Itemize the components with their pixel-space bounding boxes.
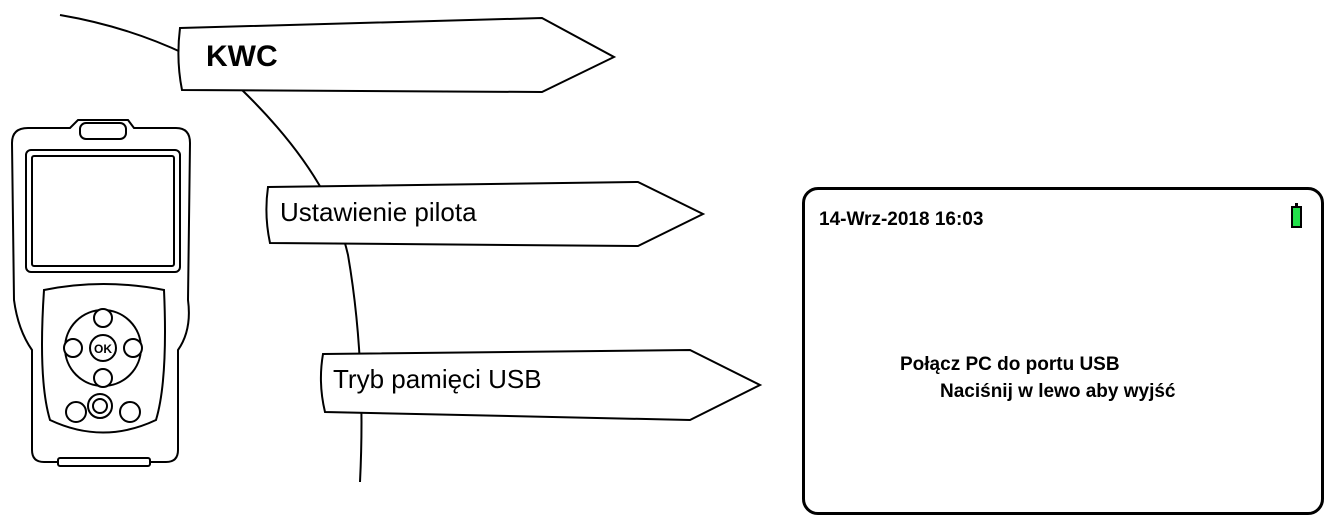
device-screen: 14-Wrz-2018 16:03 Połącz PC do portu USB… bbox=[802, 187, 1324, 515]
remote-control-icon bbox=[10, 119, 192, 467]
menu-item-remote-settings[interactable]: Ustawienie pilota bbox=[280, 197, 477, 227]
menu-wheel-arc-lower bbox=[239, 87, 363, 483]
menu-title: KWC bbox=[206, 40, 278, 73]
usb-connect-message: Połącz PC do portu USB bbox=[900, 354, 1120, 375]
remote-settings-tag[interactable] bbox=[265, 180, 706, 248]
exit-hint-message: Naciśnij w lewo aby wyjść bbox=[940, 381, 1176, 402]
ok-button-label: OK bbox=[94, 342, 112, 356]
kwc-menu-tag bbox=[177, 16, 617, 94]
menu-item-usb-mode[interactable]: Tryb pamięci USB bbox=[333, 364, 542, 394]
usb-mode-tag[interactable] bbox=[319, 348, 763, 422]
battery-icon bbox=[1291, 203, 1302, 228]
datetime-display: 14-Wrz-2018 16:03 bbox=[819, 209, 984, 230]
